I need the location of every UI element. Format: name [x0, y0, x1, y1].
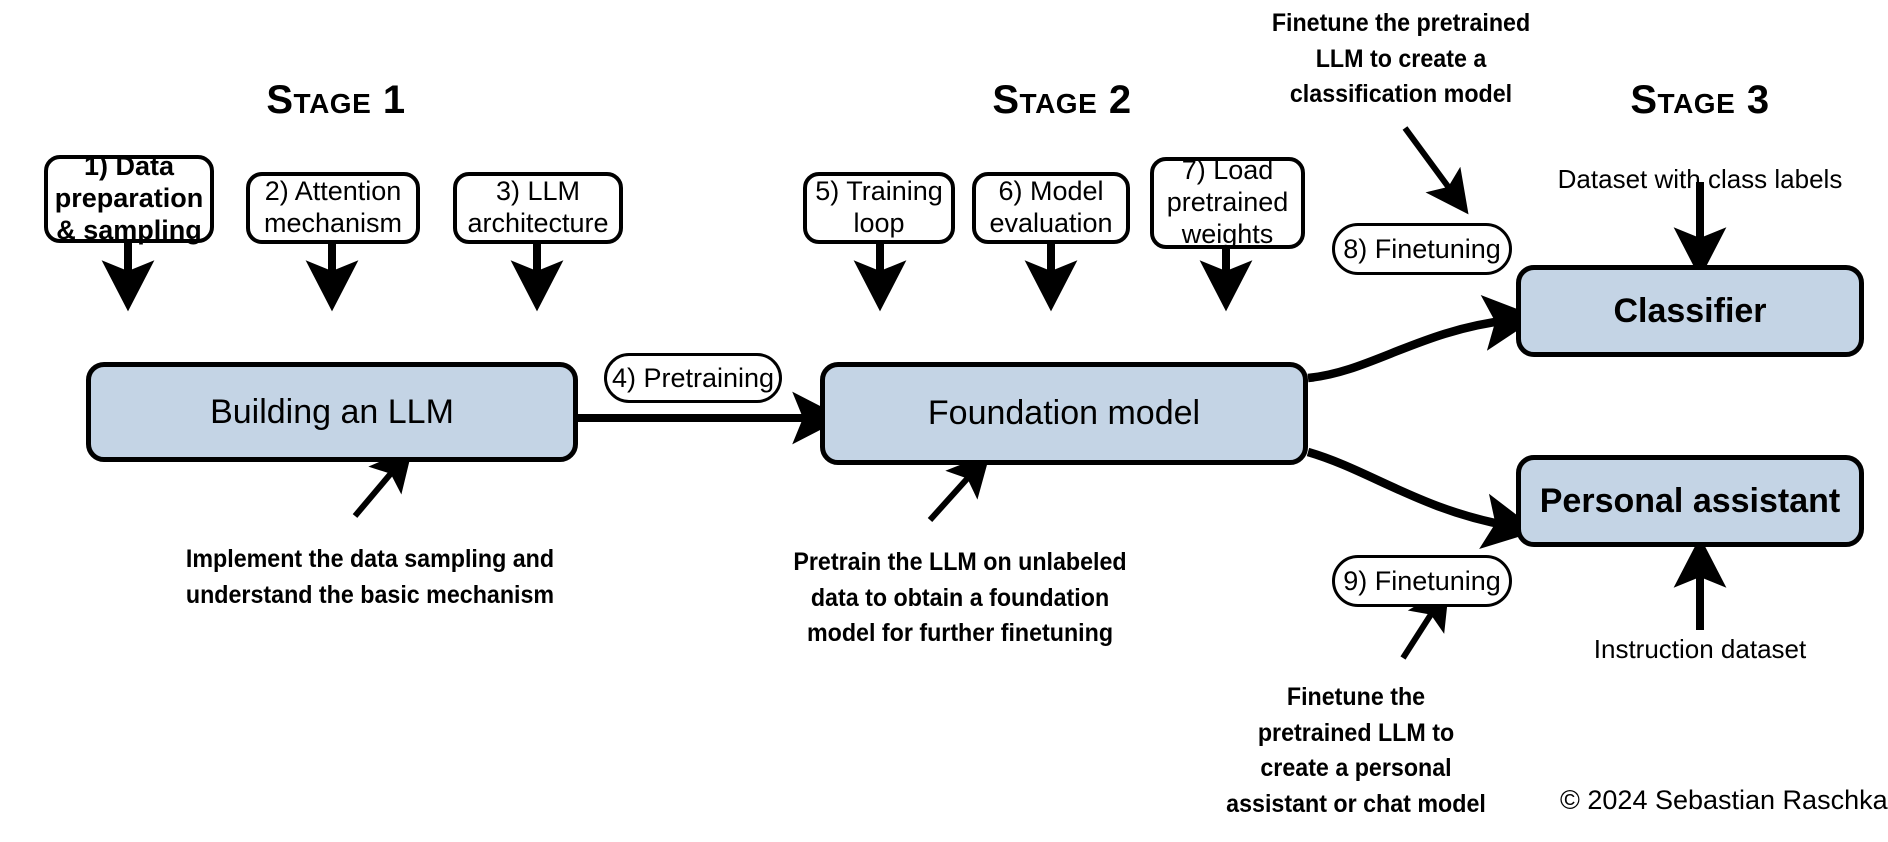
leader-annot-stage1 [352, 447, 413, 518]
model-box-foundation-model-label: Foundation model [927, 394, 1201, 432]
step-box-3-label: 3) LLM architecture [467, 176, 609, 238]
arrow-foundation-to-assistant [1306, 447, 1538, 549]
step-box-6-label: 6) Model evaluation [989, 176, 1113, 238]
step-box-6-model-evaluation[interactable]: 6) Model evaluation [972, 172, 1130, 244]
stage-title-2: Stage 2 [992, 78, 1132, 122]
annotation-stage2-note: Pretrain the LLM on unlabeled data to ob… [793, 548, 1127, 647]
pill-9-finetuning[interactable]: 9) Finetuning [1332, 555, 1512, 607]
annotation-stage1-note: Implement the data sampling and understa… [185, 545, 555, 609]
pill-9-label: 9) Finetuning [1343, 565, 1501, 596]
leader-annot-assistant [1400, 585, 1450, 660]
step-box-1-data-preparation[interactable]: 1) Data preparation & sampling [44, 151, 214, 245]
stage-title-1: Stage 1 [266, 78, 406, 122]
annotation-assistant-note: Finetune the pretrained LLM to create a … [1226, 683, 1486, 818]
stage-title-3: Stage 3 [1630, 78, 1770, 122]
model-box-personal-assistant[interactable]: Personal assistant [1516, 455, 1864, 547]
model-box-building-an-llm[interactable]: Building an LLM [86, 362, 578, 462]
step-box-7-load-pretrained-weights[interactable]: 7) Load pretrained weights [1150, 155, 1305, 249]
caption-dataset-with-class-labels: Dataset with class labels [1557, 164, 1843, 194]
copyright-notice: © 2024 Sebastian Raschka [1560, 785, 1888, 815]
leader-annot-classifier [1402, 126, 1469, 215]
leader-annot-stage2 [927, 453, 991, 523]
step-box-3-llm-architecture[interactable]: 3) LLM architecture [453, 172, 623, 244]
pill-8-finetuning[interactable]: 8) Finetuning [1332, 223, 1512, 275]
caption-instruction-dataset: Instruction dataset [1593, 634, 1807, 664]
pill-8-label: 8) Finetuning [1343, 233, 1501, 264]
step-box-5-label: 5) Training loop [815, 176, 943, 238]
step-box-7-label: 7) Load pretrained weights [1166, 155, 1289, 249]
model-box-foundation-model[interactable]: Foundation model [820, 362, 1308, 465]
model-box-personal-assistant-label: Personal assistant [1539, 481, 1841, 520]
step-box-1-label: 1) Data preparation & sampling [54, 151, 204, 245]
pill-4-pretraining[interactable]: 4) Pretraining [604, 353, 782, 403]
step-box-2-attention-mechanism[interactable]: 2) Attention mechanism [246, 172, 420, 244]
model-box-classifier-label: Classifier [1613, 291, 1767, 330]
annotation-classifier-note: Finetune the pretrained LLM to create a … [1271, 9, 1531, 108]
arrow-foundation-to-classifier [1307, 295, 1538, 383]
step-box-2-label: 2) Attention mechanism [263, 176, 403, 238]
step-box-5-training-loop[interactable]: 5) Training loop [803, 172, 955, 244]
pill-4-label: 4) Pretraining [611, 362, 775, 393]
model-box-building-an-llm-label: Building an LLM [210, 392, 454, 431]
model-box-classifier[interactable]: Classifier [1516, 265, 1864, 357]
